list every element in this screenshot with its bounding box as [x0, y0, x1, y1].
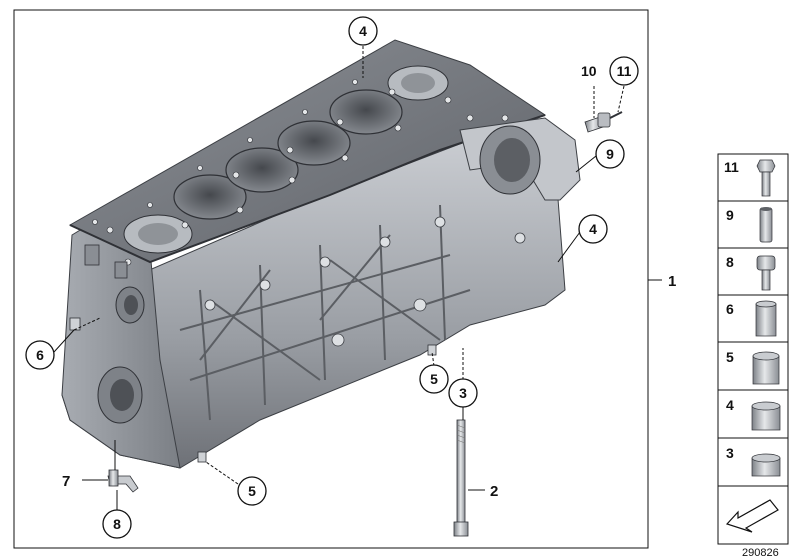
callout-4-right: 4 [578, 214, 608, 244]
cylinder-head-bolt [453, 419, 469, 537]
legend-row-11: 11 [724, 159, 776, 197]
callout-5-mid-label: 5 [430, 371, 438, 387]
legend-label-3: 3 [726, 445, 734, 461]
callout-8: 8 [102, 509, 132, 539]
callout-2: 2 [490, 483, 498, 500]
sensor-assembly [584, 111, 623, 133]
callout-3: 3 [448, 378, 478, 408]
callout-3-label: 3 [459, 385, 467, 401]
callout-6-label: 6 [36, 347, 44, 363]
legend-label-9: 9 [726, 207, 734, 223]
callout-5-bottom-label: 5 [248, 483, 256, 499]
diagram-frame [13, 9, 649, 549]
legend-row-9: 9 [726, 207, 773, 243]
legend-row-5: 5 [726, 349, 780, 385]
callout-11: 11 [609, 56, 639, 86]
legend-row-6: 6 [726, 300, 777, 337]
legend-row-3: 3 [726, 445, 781, 477]
arrow-icon [725, 499, 779, 533]
leader-lines [53, 46, 662, 510]
engine-block [61, 39, 581, 469]
legend-label-8: 8 [726, 254, 734, 270]
callout-5-mid: 5 [419, 364, 449, 394]
legend-label-11: 11 [724, 159, 739, 175]
callout-6: 6 [25, 340, 55, 370]
callout-11-label: 11 [617, 63, 632, 79]
callout-9-label: 9 [606, 146, 614, 162]
callout-7-label: 7 [62, 473, 70, 490]
callout-4-right-label: 4 [589, 221, 597, 237]
legend-label-5: 5 [726, 349, 734, 365]
callout-5-bottom: 5 [237, 476, 267, 506]
legend-label-6: 6 [726, 301, 734, 317]
reference-number: 290826 [742, 547, 779, 559]
callout-4-top: 4 [348, 16, 378, 46]
callout-7: 7 [62, 473, 70, 490]
parts-legend: 11 9 8 6 5 4 [717, 153, 789, 545]
callout-9: 9 [595, 139, 625, 169]
callout-10-label: 10 [581, 63, 597, 79]
callout-8-label: 8 [113, 516, 121, 532]
legend-label-4: 4 [726, 397, 734, 413]
callout-1-label: 1 [668, 273, 676, 290]
callout-4-top-label: 4 [359, 23, 367, 39]
callout-1: 1 [668, 273, 676, 290]
bracket-part [107, 469, 139, 493]
callout-2-label: 2 [490, 483, 498, 500]
callout-10: 10 [581, 63, 597, 79]
legend-row-8: 8 [726, 254, 776, 291]
legend-row-4: 4 [726, 397, 781, 431]
